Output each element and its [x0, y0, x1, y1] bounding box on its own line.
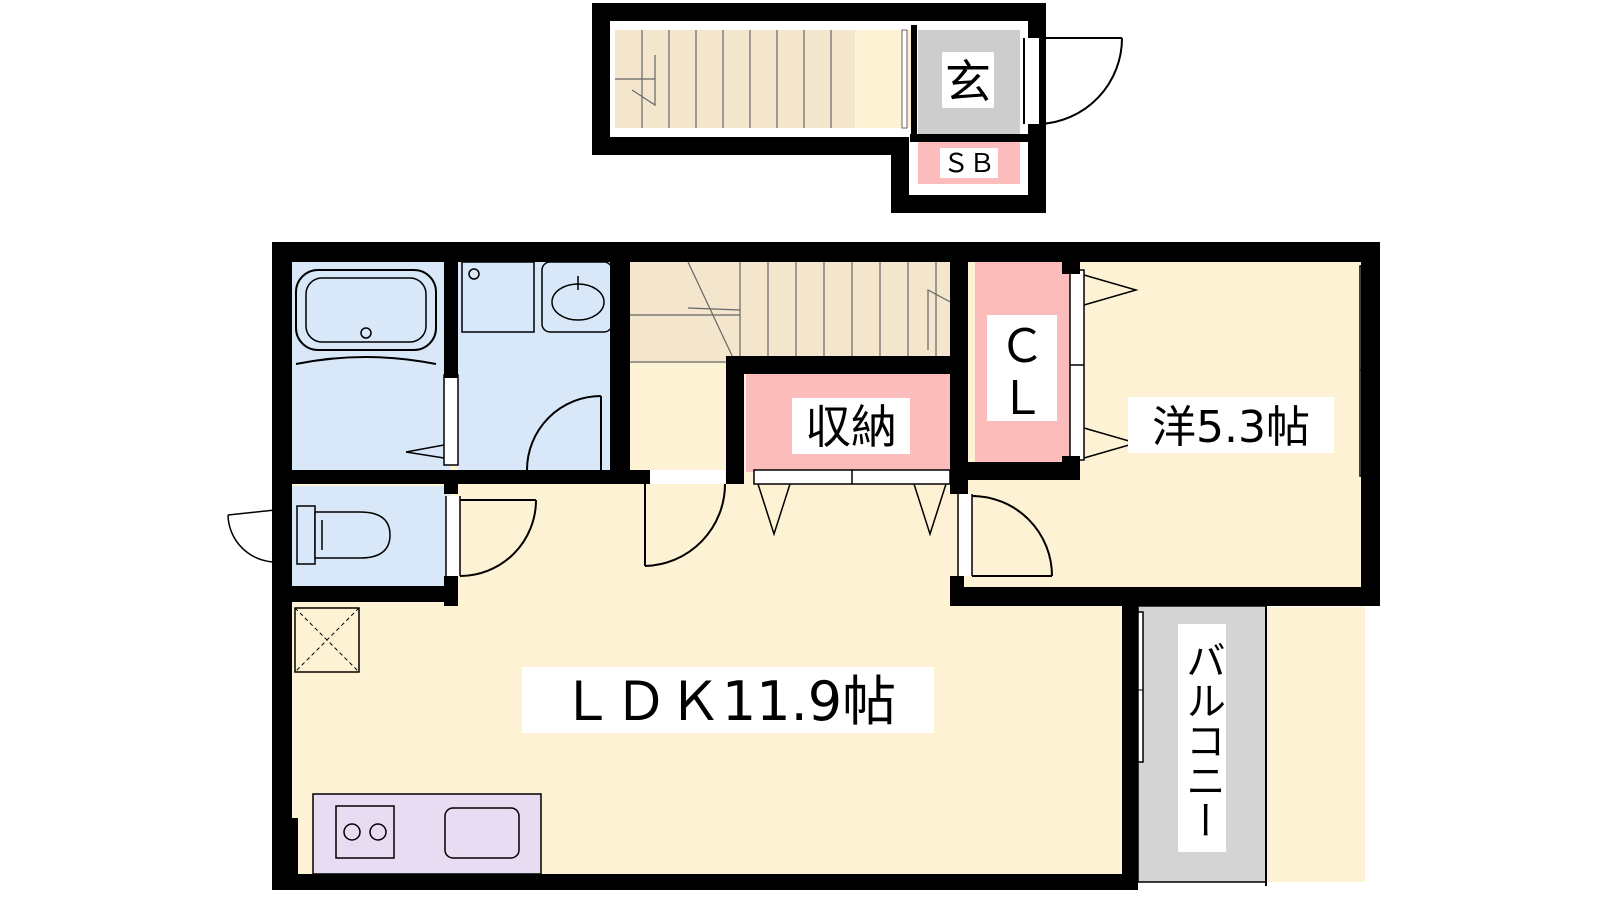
entrance-step	[901, 29, 908, 129]
entrance-label: 玄	[945, 55, 991, 109]
bathtub-drain	[360, 327, 372, 339]
walls	[272, 242, 1380, 890]
closet-label-l: Ｌ	[999, 371, 1045, 425]
burner-left-icon	[343, 823, 361, 841]
western-room-label: 洋5.3帖	[1152, 402, 1310, 453]
western-door-swing	[971, 495, 1053, 577]
toilet-door-opening	[446, 496, 460, 576]
toilet-icon	[314, 511, 391, 559]
entrance-stair-treads	[615, 30, 832, 128]
shoe-box-label-bg	[940, 148, 998, 178]
closet-label-bg	[987, 315, 1057, 421]
bath-apron	[295, 356, 437, 365]
western-door-opening	[958, 494, 972, 576]
storage-door-fold-left	[757, 483, 791, 537]
front-door-swing	[1039, 37, 1124, 125]
main-stairs	[630, 262, 958, 362]
main-stair-treads	[630, 261, 937, 363]
hall-door-swing	[644, 483, 726, 567]
bath-door-fold	[405, 444, 445, 459]
burner-right-icon	[369, 823, 387, 841]
hall-door-opening	[645, 470, 725, 484]
washing-machine-space	[461, 261, 535, 333]
bath-door	[443, 374, 459, 466]
entrance-stair-arrow	[631, 55, 656, 107]
washroom-door-swing	[526, 395, 602, 471]
closet-door-fold-top	[1083, 274, 1139, 306]
toilet-tank	[296, 505, 316, 565]
refrigerator-space	[294, 607, 360, 673]
front-door-opening	[1024, 38, 1040, 124]
stove-icon	[335, 805, 395, 859]
storage-label-bg	[792, 398, 910, 454]
storage-label: 収納	[805, 400, 897, 454]
kitchen-sink-icon	[444, 807, 520, 859]
shoe-box-label: ＳＢ	[943, 149, 995, 179]
toilet-window-swing	[227, 514, 276, 563]
washer-drain	[468, 268, 480, 280]
western-room-label-bg	[1128, 397, 1334, 453]
closet-label-c: Ｃ	[999, 319, 1045, 373]
main-floor: Ｃ Ｌ 収納 洋5.3帖 ＬＤＫ11.9帖 バルコニー	[227, 242, 1380, 890]
storage-door-fold-right	[913, 483, 947, 537]
entrance-label-bg	[942, 52, 994, 108]
toilet-door-swing	[459, 499, 537, 577]
balcony-label-bg	[1178, 624, 1226, 852]
entrance-outer-wall	[592, 3, 1046, 213]
main-stair-arrow	[927, 288, 955, 350]
entrance-level: 玄 ＳＢ	[592, 3, 1124, 213]
balcony-label: バルコニー	[1179, 640, 1225, 840]
ldk-label-bg	[522, 667, 934, 733]
bathtub-inner	[305, 277, 427, 343]
ldk-label: ＬＤＫ11.9帖	[560, 670, 896, 733]
